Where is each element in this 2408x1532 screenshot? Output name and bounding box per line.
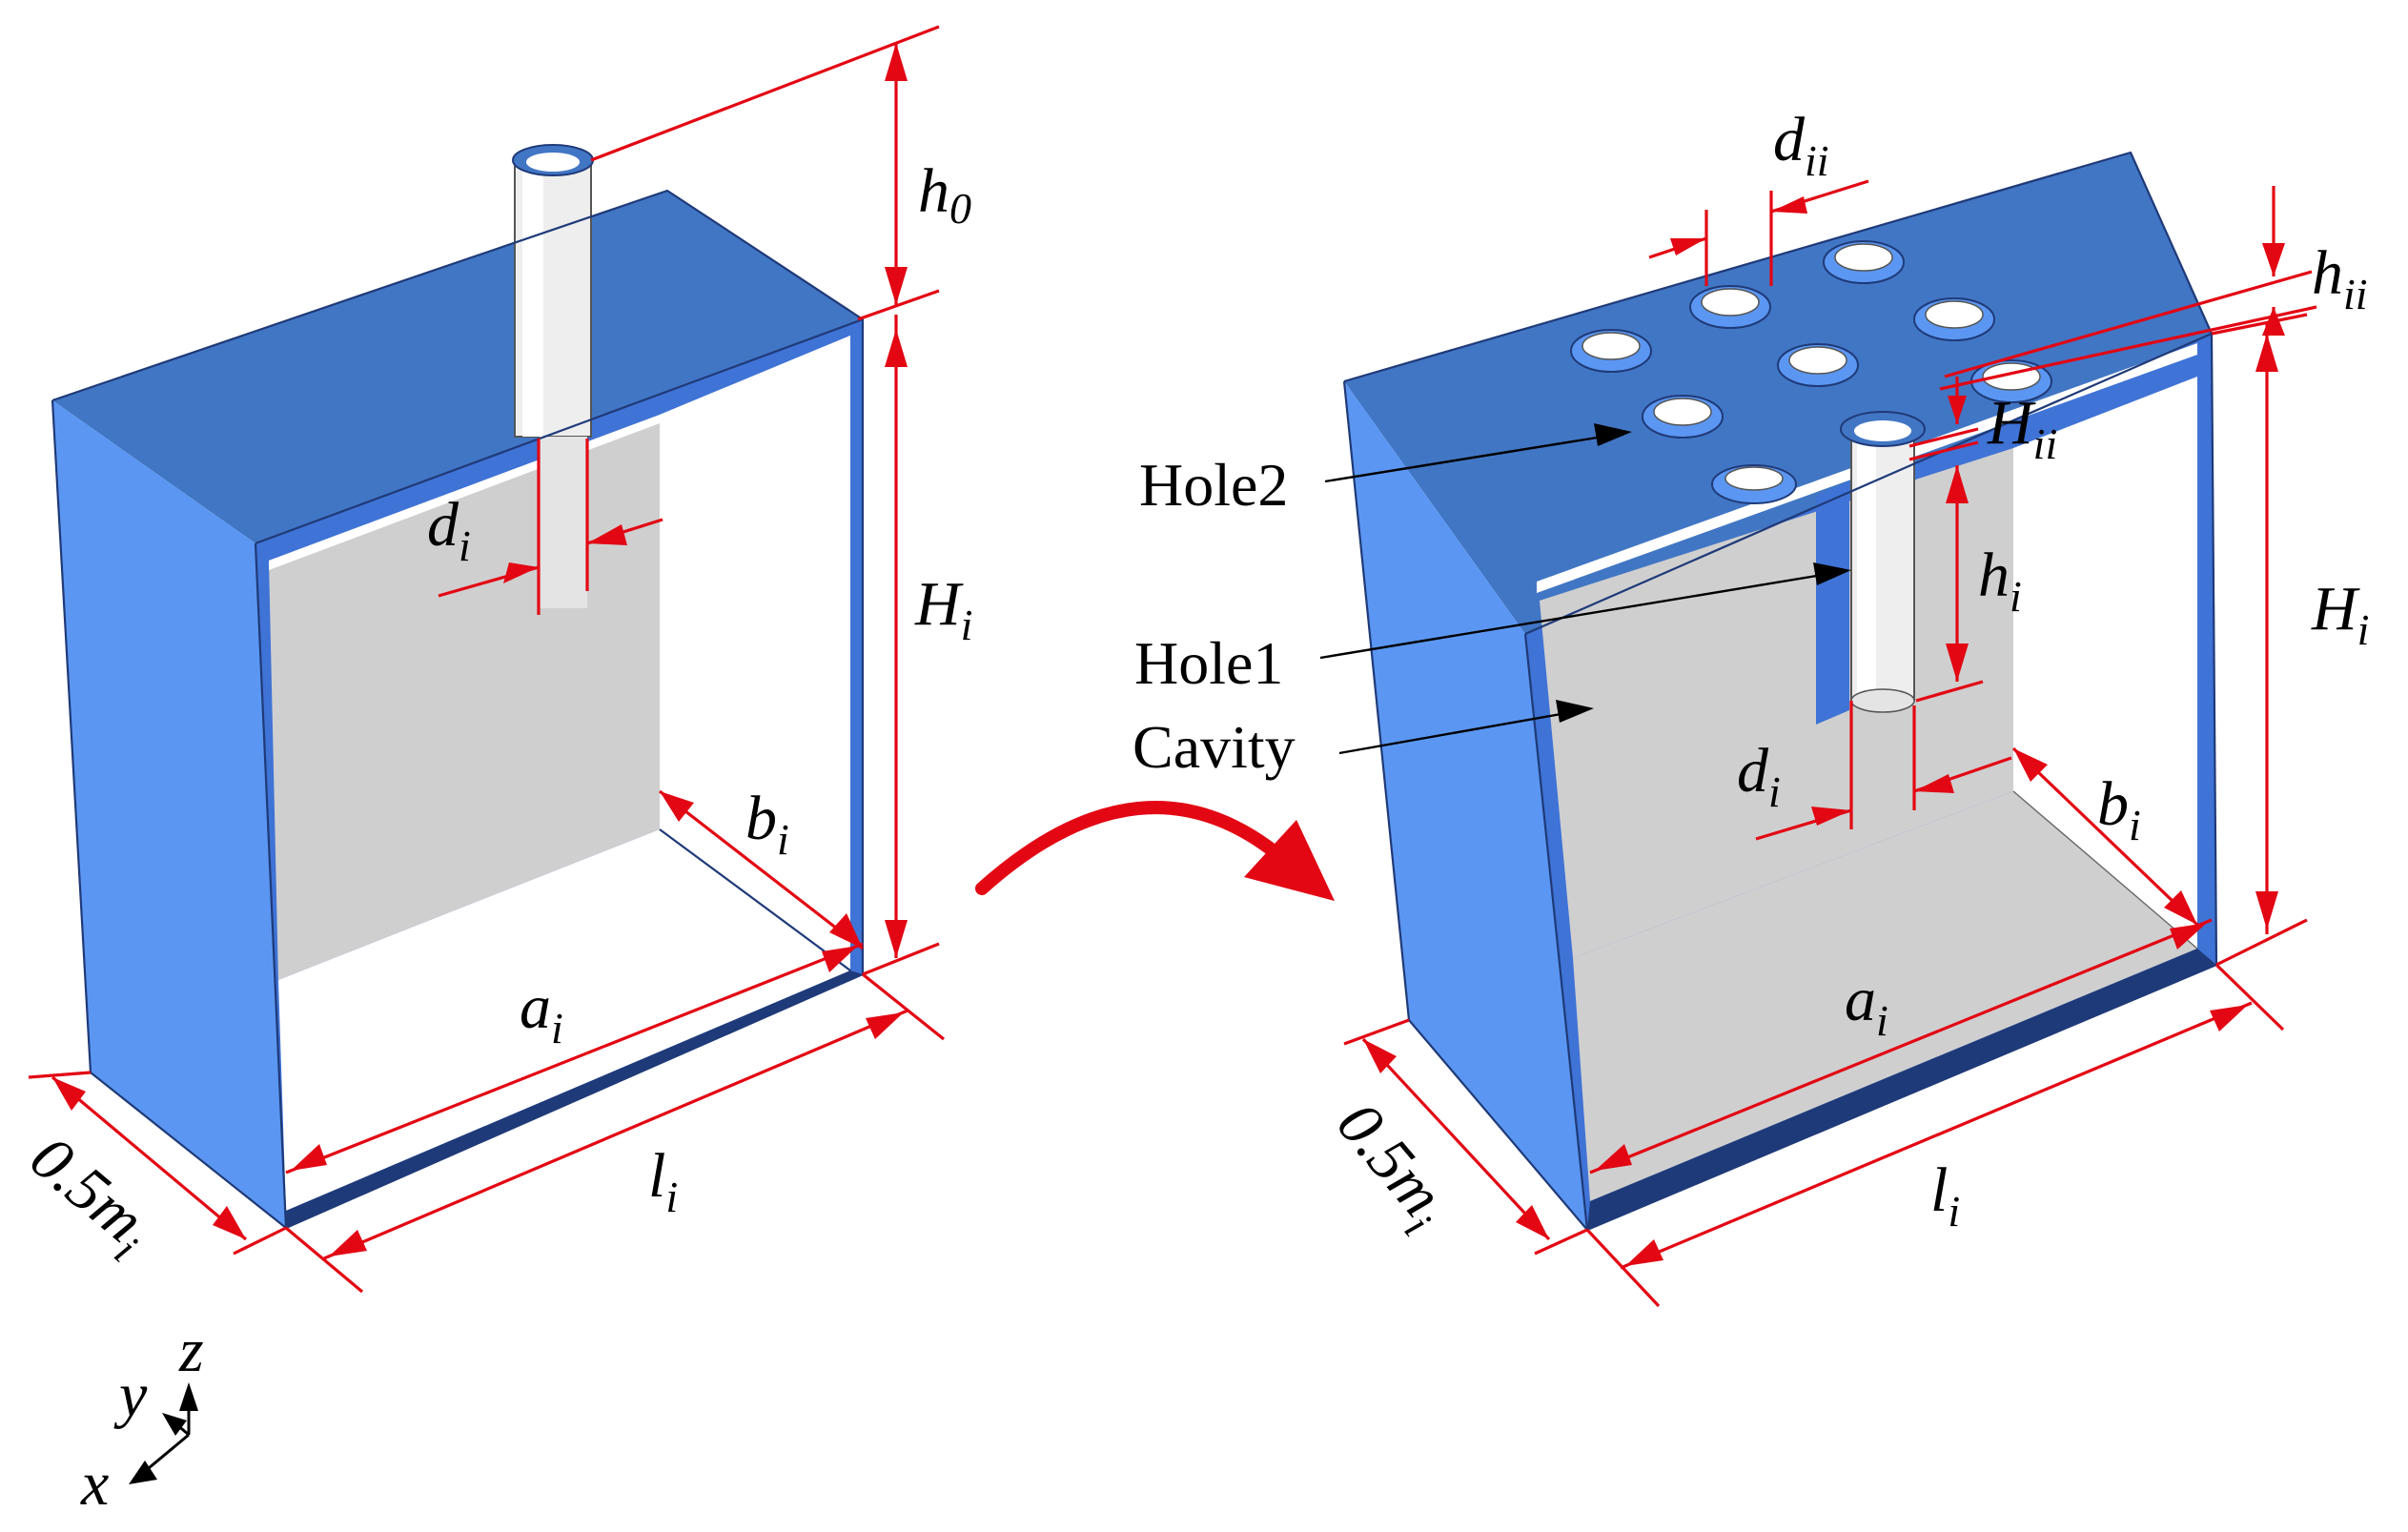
left-pipe-inner [540,437,587,608]
right-Hii-label: Hii [1987,388,2057,468]
right-inner-fin [1816,481,1849,725]
y-axis-arrow [162,1413,187,1436]
right-labels: dii hii Hii hi Hi di bi ai li 0.5mi Hole… [1133,105,2369,1245]
left-di-label: di [427,490,471,570]
axes-triad: z y x [80,1316,204,1519]
right-floor [1573,791,2197,1201]
left-side-face [52,400,286,1228]
right-side-face [1344,381,1587,1230]
left-mi-label: 0.5mi [10,1123,167,1272]
left-dimensions [28,25,945,1294]
right-ai-label: ai [1845,965,1888,1045]
hole1-callout: Hole1 [1134,629,1283,697]
left-li-label: li [648,1141,678,1221]
right-top-face [1344,153,2212,634]
hole2-ring [1913,297,1995,341]
cavity-callout: Cavity [1133,713,1296,781]
hole2-ring [1642,395,1724,439]
right-li-label: li [1930,1155,1960,1236]
hole2-callout: Hole2 [1139,451,1288,519]
right-mi-label: 0.5mi [1316,1090,1464,1246]
right-inner-void [2013,377,2197,949]
hole2-ring [1777,343,1859,387]
left-floor [278,829,850,1211]
right-bi-label: bi [2097,769,2141,849]
right-dii-label: dii [1773,105,1829,185]
x-axis-arrow [129,1461,157,1484]
transform-arrowhead [1244,820,1335,901]
right-Hi-label: Hi [2311,574,2369,654]
y-axis-label: y [113,1360,148,1430]
right-dimensions [1343,179,2317,1308]
left-Hi-label: Hi [914,569,972,649]
z-axis-label: z [178,1316,204,1385]
hole2-ring [1689,285,1771,329]
right-floor-edge [1587,949,2216,1230]
hole2-ring [1823,240,1905,284]
right-hii-label: hii [2312,238,2368,318]
left-model [51,144,865,1230]
left-ai-label: ai [520,972,563,1052]
transform-arrow [975,801,1335,901]
right-model [1342,151,2218,1232]
callout-leaders [1319,423,1851,755]
left-top-face [52,191,863,543]
right-hi-label: hi [1978,541,2022,621]
left-inner-void [660,336,850,970]
hole2-ring [1570,329,1652,373]
right-di-label: di [1737,736,1781,816]
x-axis-label: x [80,1449,109,1519]
z-axis-arrow [179,1382,198,1411]
left-bi-label: bi [745,784,789,864]
right-hole2-array [1570,240,2052,504]
left-h0-label: h0 [918,156,971,233]
hole2-ring [1711,464,1797,504]
